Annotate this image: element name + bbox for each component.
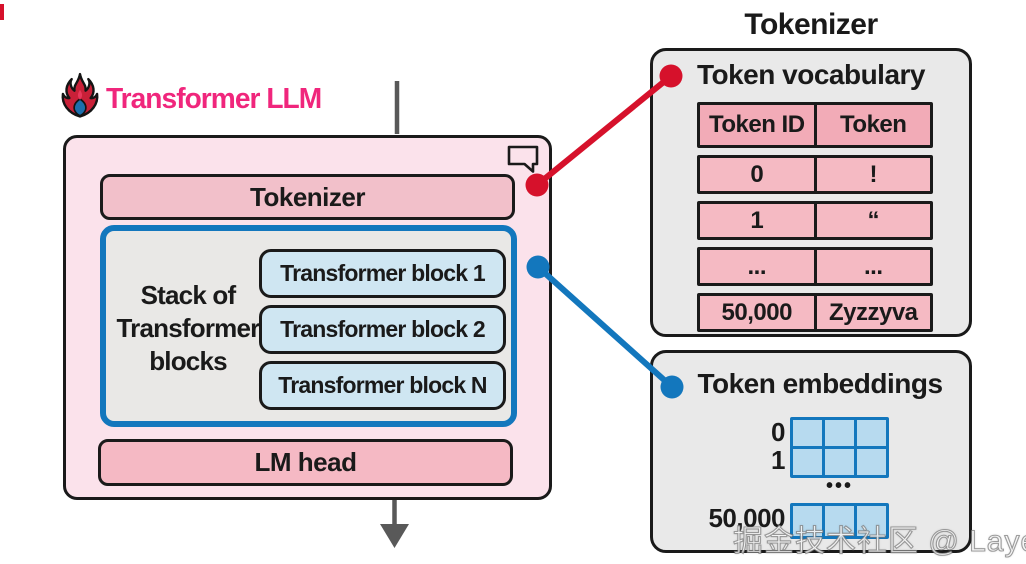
tokenizer-bar-label: Tokenizer (250, 181, 365, 212)
embedding-cell (793, 506, 822, 536)
embedding-matrix-top (790, 417, 889, 478)
transformer-block-2: Transformer block 2 (259, 305, 506, 354)
diagram-header: Transformer LLM (56, 70, 328, 128)
transformer-block-2-label: Transformer block 2 (280, 316, 485, 342)
cell-token: ! (813, 158, 931, 191)
embedding-cell (857, 449, 886, 475)
token-embeddings-heading: Token embeddings (697, 368, 943, 399)
table-header-row: Token ID Token (697, 102, 933, 148)
transformer-block-n: Transformer block N (259, 361, 506, 410)
embedding-cell (857, 420, 886, 446)
embedding-cell (825, 420, 854, 446)
screen-edge-artifact (0, 4, 4, 20)
embedding-cell (825, 506, 854, 536)
transformer-block-1: Transformer block 1 (259, 249, 506, 298)
column-header-token: Token (813, 105, 931, 145)
transformer-block-1-label: Transformer block 1 (280, 260, 485, 286)
embedding-matrix-bottom (790, 503, 889, 539)
embedding-cell (793, 449, 822, 475)
token-vocabulary-table: Token ID Token 0 ! 1 “ ... ... 50,000 Zy… (697, 102, 933, 339)
output-arrow-head (380, 524, 409, 548)
cell-token: ... (813, 250, 931, 283)
cell-token: “ (813, 204, 931, 237)
table-row: 50,000 Zyzzyva (697, 293, 933, 332)
column-header-token-id: Token ID (708, 111, 805, 138)
embedding-cell (825, 449, 854, 475)
embedding-cell (793, 420, 822, 446)
token-embeddings-panel: Token embeddings 0 1 ••• 50,000 (650, 350, 972, 553)
embedding-row-label-1: 1 (771, 445, 785, 475)
cell-token-id: 1 (750, 206, 764, 234)
cell-token-id: 0 (750, 160, 764, 188)
table-row: 1 “ (697, 201, 933, 240)
token-vocabulary-heading: Token vocabulary (696, 59, 926, 90)
flame-logo-icon (61, 72, 99, 118)
watermark: 掘金技术社区 @ Layer (732, 524, 1026, 558)
lm-head-bar: LM head (98, 439, 513, 486)
embedding-row-label-0: 0 (771, 417, 785, 447)
transformer-block-n-label: Transformer block N (278, 372, 487, 398)
speech-bubble-icon (507, 145, 539, 173)
table-row: 0 ! (697, 155, 933, 194)
ellipsis-dots: ••• (825, 475, 853, 497)
cell-token-id: 50,000 (721, 298, 793, 326)
transformer-llm-box: Tokenizer Stack of Transformer blocks Tr… (63, 135, 552, 500)
token-vocabulary-panel: Token vocabulary Token ID Token 0 ! 1 “ … (650, 48, 972, 337)
stack-label: Stack of Transformer blocks (116, 280, 261, 376)
tokenizer-panel-title: Tokenizer (744, 8, 878, 41)
cell-token-id: ... (747, 252, 766, 280)
lm-head-bar-label: LM head (254, 447, 357, 477)
cell-token: Zyzzyva (813, 296, 931, 329)
embedding-row-label-50000: 50,000 (708, 503, 785, 533)
embedding-cell (857, 506, 886, 536)
table-row: ... ... (697, 247, 933, 286)
diagram-title: Transformer LLM (106, 82, 322, 115)
transformer-stack-box: Stack of Transformer blocks Transformer … (100, 225, 517, 427)
tokenizer-bar: Tokenizer (100, 174, 515, 220)
